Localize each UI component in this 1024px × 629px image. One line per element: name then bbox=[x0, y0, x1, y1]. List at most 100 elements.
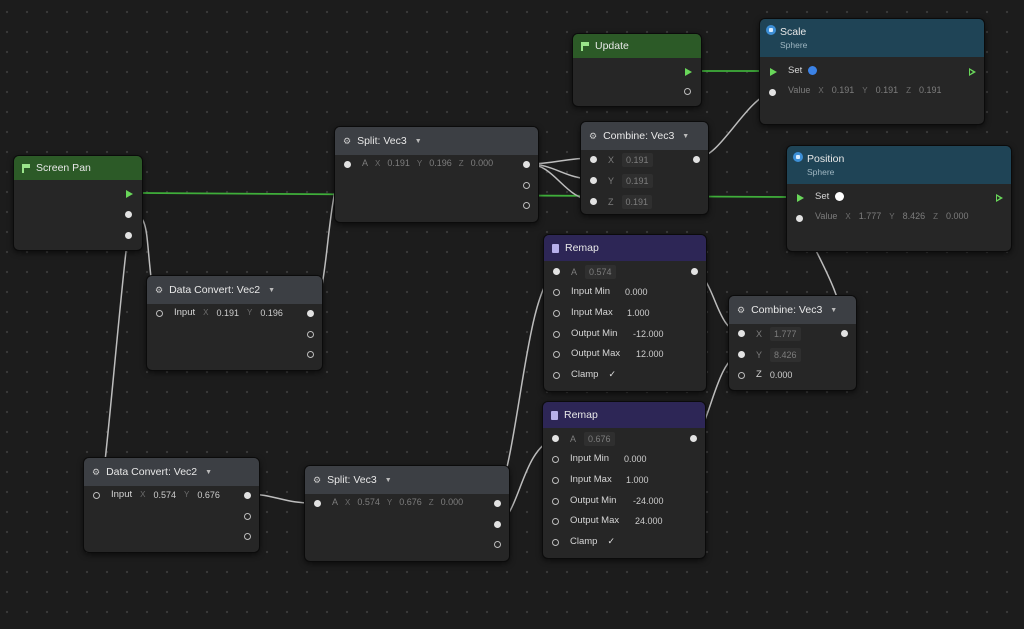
input-min-value[interactable]: 0.000 bbox=[624, 453, 647, 464]
input-pin[interactable] bbox=[156, 310, 163, 317]
output-pin[interactable] bbox=[690, 435, 697, 442]
x-value[interactable]: 0.574 bbox=[357, 497, 380, 507]
node-header[interactable]: ⚙ Split: Vec3 ▼ bbox=[305, 466, 509, 494]
input-pin[interactable] bbox=[553, 372, 560, 379]
output-pin[interactable] bbox=[684, 88, 691, 95]
exec-in-pin[interactable] bbox=[797, 194, 804, 202]
output-pin[interactable] bbox=[244, 513, 251, 520]
node-header[interactable]: Remap bbox=[543, 402, 705, 428]
input-pin[interactable] bbox=[552, 498, 559, 505]
output-pin[interactable] bbox=[125, 232, 132, 239]
output-pin[interactable] bbox=[307, 351, 314, 358]
output-pin[interactable] bbox=[523, 161, 530, 168]
input-pin[interactable] bbox=[344, 161, 351, 168]
input-pin[interactable] bbox=[553, 331, 560, 338]
check-icon[interactable]: ✓ bbox=[608, 369, 616, 379]
input-pin[interactable] bbox=[552, 456, 559, 463]
node-header[interactable]: ⚙ Data Convert: Vec2 ▼ bbox=[84, 458, 259, 486]
z-value[interactable]: 0.191 bbox=[621, 195, 653, 209]
input-max-value[interactable]: 1.000 bbox=[627, 307, 650, 318]
a-value[interactable]: 0.676 bbox=[584, 432, 615, 446]
input-pin[interactable] bbox=[769, 89, 776, 96]
remap-node[interactable]: Remap A 0.676 Input Min 0.000 Input Max … bbox=[542, 401, 706, 559]
output-pin[interactable] bbox=[307, 310, 314, 317]
input-pin[interactable] bbox=[552, 435, 559, 442]
output-min-value[interactable]: -12.000 bbox=[633, 328, 664, 339]
z-value[interactable]: 0.000 bbox=[769, 369, 793, 380]
node-header[interactable]: ⚙ Split: Vec3 ▼ bbox=[335, 127, 538, 155]
node-header[interactable]: Scale Sphere bbox=[760, 19, 984, 57]
node-header[interactable]: ⚙ Combine: Vec3 ▼ bbox=[729, 296, 856, 324]
exec-out-pin[interactable] bbox=[969, 68, 976, 76]
split-vec3-node[interactable]: ⚙ Split: Vec3 ▼ A X 0.574 Y 0.676 Z 0.00… bbox=[304, 465, 510, 562]
y-value[interactable]: 0.196 bbox=[260, 307, 283, 318]
output-pin[interactable] bbox=[691, 268, 698, 275]
scale-node[interactable]: Scale Sphere Set Value X 0.191 Y 0.191 Z… bbox=[759, 18, 985, 125]
output-max-value[interactable]: 12.000 bbox=[636, 348, 664, 359]
set-indicator[interactable] bbox=[808, 66, 818, 75]
node-header[interactable]: Remap bbox=[544, 235, 706, 261]
input-pin[interactable] bbox=[796, 215, 803, 222]
input-pin[interactable] bbox=[590, 198, 597, 205]
input-pin[interactable] bbox=[590, 156, 597, 163]
check-icon[interactable]: ✓ bbox=[607, 536, 615, 546]
input-pin[interactable] bbox=[553, 351, 560, 358]
output-pin[interactable] bbox=[523, 202, 530, 209]
input-pin[interactable] bbox=[552, 539, 559, 546]
set-indicator[interactable] bbox=[835, 192, 845, 201]
data-convert-vec2-node[interactable]: ⚙ Data Convert: Vec2 ▼ Input X 0.191 Y 0… bbox=[146, 275, 323, 371]
x-value[interactable]: 0.191 bbox=[831, 85, 855, 95]
input-pin[interactable] bbox=[314, 500, 321, 507]
z-value[interactable]: 0.000 bbox=[470, 158, 494, 168]
input-pin[interactable] bbox=[552, 477, 559, 484]
output-pin[interactable] bbox=[307, 331, 314, 338]
input-pin[interactable] bbox=[738, 330, 745, 337]
output-pin[interactable] bbox=[494, 541, 501, 548]
input-pin[interactable] bbox=[738, 351, 745, 358]
z-value[interactable]: 0.000 bbox=[946, 211, 969, 221]
x-value[interactable]: 0.574 bbox=[153, 489, 177, 500]
z-value[interactable]: 0.191 bbox=[919, 85, 942, 95]
output-pin[interactable] bbox=[494, 500, 501, 507]
node-header[interactable]: ⚙ Combine: Vec3 ▼ bbox=[581, 122, 708, 150]
exec-out-pin[interactable] bbox=[126, 190, 133, 198]
output-min-value[interactable]: -24.000 bbox=[633, 495, 664, 506]
y-value[interactable]: 0.191 bbox=[622, 174, 653, 188]
x-value[interactable]: 1.777 bbox=[858, 211, 882, 221]
output-pin[interactable] bbox=[125, 211, 132, 218]
combine-vec3-node[interactable]: ⚙ Combine: Vec3 ▼ X 0.191 Y 0.191 Z 0.19… bbox=[580, 121, 709, 215]
y-value[interactable]: 0.196 bbox=[429, 158, 452, 168]
chevron-down-icon[interactable]: ▼ bbox=[682, 132, 690, 140]
output-pin[interactable] bbox=[693, 156, 700, 163]
chevron-down-icon[interactable]: ▼ bbox=[414, 137, 422, 145]
input-pin[interactable] bbox=[553, 268, 560, 275]
z-value[interactable]: 0.000 bbox=[440, 497, 464, 507]
input-min-value[interactable]: 0.000 bbox=[625, 286, 648, 297]
combine-vec3-node[interactable]: ⚙ Combine: Vec3 ▼ X 1.777 Y 8.426 Z 0.00… bbox=[728, 295, 857, 391]
input-max-value[interactable]: 1.000 bbox=[626, 474, 649, 485]
x-value[interactable]: 0.191 bbox=[622, 153, 653, 167]
x-value[interactable]: 0.191 bbox=[216, 307, 240, 318]
output-pin[interactable] bbox=[841, 330, 848, 337]
input-pin[interactable] bbox=[552, 518, 559, 525]
input-pin[interactable] bbox=[738, 372, 745, 379]
chevron-down-icon[interactable]: ▼ bbox=[830, 306, 838, 314]
output-max-value[interactable]: 24.000 bbox=[635, 515, 663, 526]
node-header[interactable]: Screen Pan bbox=[14, 156, 142, 180]
split-vec3-node[interactable]: ⚙ Split: Vec3 ▼ A X 0.191 Y 0.196 Z 0.00… bbox=[334, 126, 539, 223]
chevron-down-icon[interactable]: ▼ bbox=[268, 286, 276, 294]
y-value[interactable]: 0.676 bbox=[399, 497, 422, 507]
y-value[interactable]: 0.191 bbox=[875, 85, 899, 95]
input-pin[interactable] bbox=[553, 310, 560, 317]
output-pin[interactable] bbox=[523, 182, 530, 189]
exec-in-pin[interactable] bbox=[770, 68, 777, 76]
data-convert-vec2-node[interactable]: ⚙ Data Convert: Vec2 ▼ Input X 0.574 Y 0… bbox=[83, 457, 260, 553]
a-value[interactable]: 0.574 bbox=[585, 265, 616, 279]
update-node[interactable]: Update bbox=[572, 33, 702, 107]
remap-node[interactable]: Remap A 0.574 Input Min 0.000 Input Max … bbox=[543, 234, 707, 392]
screen-pan-node[interactable]: Screen Pan bbox=[13, 155, 143, 251]
position-node[interactable]: Position Sphere Set Value X 1.777 Y 8.42… bbox=[786, 145, 1012, 252]
y-value[interactable]: 8.426 bbox=[770, 348, 801, 362]
x-value[interactable]: 1.777 bbox=[770, 327, 801, 341]
x-value[interactable]: 0.191 bbox=[387, 158, 410, 168]
